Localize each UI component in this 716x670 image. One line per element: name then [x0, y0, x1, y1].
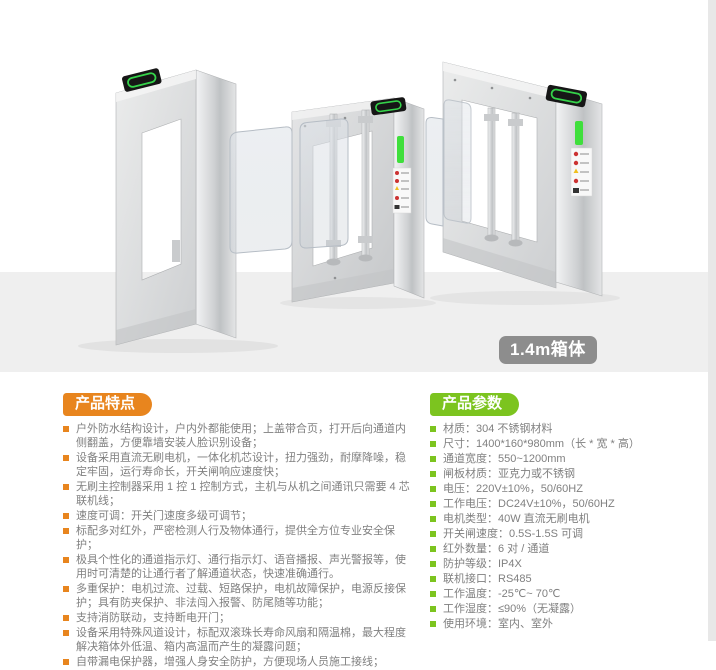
- feature-text: 多重保护：电机过流、过载、短路保护，电机故障保护，电源反接保护；具有防夹保护、非…: [76, 583, 406, 609]
- param-text: 防护等级：IP4X: [443, 558, 522, 570]
- square-bullet-icon: [430, 531, 436, 537]
- features-section: 产品特点 户外防水结构设计，户内外都能使用；上盖带合页，打开后向通道内侧翻盖，方…: [63, 393, 415, 670]
- face-reader: [370, 97, 407, 116]
- warning-label: [392, 167, 412, 214]
- feature-text: 设备采用特殊风道设计，标配双滚珠长寿命风扇和隔温棉，最大程度解决箱体外低温、箱内…: [76, 627, 406, 653]
- square-bullet-icon: [430, 441, 436, 447]
- shadow: [280, 297, 436, 309]
- face-reader: [545, 84, 588, 108]
- square-bullet-icon: [63, 513, 69, 519]
- param-item: 联机接口：RS485: [430, 572, 708, 587]
- features-title-badge: 产品特点: [63, 393, 153, 416]
- param-text: 使用环境：室内、室外: [443, 618, 553, 630]
- param-item: 材质：304 不锈钢材料: [430, 422, 708, 437]
- param-item: 开关闸速度：0.5S-1.5S 可调: [430, 527, 708, 542]
- square-bullet-icon: [430, 591, 436, 597]
- param-item: 尺寸：1400*160*980mm（长 * 宽 * 高）: [430, 437, 708, 452]
- features-list: 户外防水结构设计，户内外都能使用；上盖带合页，打开后向通道内侧翻盖，方便靠墙安装…: [63, 422, 415, 669]
- square-bullet-icon: [430, 621, 436, 627]
- param-item: 电压：220V±10%，50/60HZ: [430, 482, 708, 497]
- param-text: 尺寸：1400*160*980mm（长 * 宽 * 高）: [443, 438, 640, 450]
- param-text: 工作温度：-25℃~ 70℃: [443, 588, 561, 600]
- param-text: 电压：220V±10%，50/60HZ: [443, 483, 583, 495]
- feature-text: 标配多对红外，严密检测人行及物体通行，提供全方位专业安全保护；: [76, 525, 395, 551]
- param-item: 工作温度：-25℃~ 70℃: [430, 587, 708, 602]
- param-text: 工作电压：DC24V±10%，50/60HZ: [443, 498, 615, 510]
- feature-text: 支持消防联动，支持断电开门；: [76, 612, 230, 624]
- square-bullet-icon: [430, 471, 436, 477]
- square-bullet-icon: [430, 516, 436, 522]
- square-bullet-icon: [430, 486, 436, 492]
- led-strip: [397, 136, 404, 163]
- gate-unit-left: [115, 68, 237, 346]
- feature-item: 速度可调：开关门速度多级可调节；: [63, 509, 415, 523]
- feature-item: 设备采用特殊风道设计，标配双滚珠长寿命风扇和隔温棉，最大程度解决箱体外低温、箱内…: [63, 626, 415, 654]
- square-bullet-icon: [63, 528, 69, 534]
- square-bullet-icon: [63, 426, 69, 432]
- param-text: 材质：304 不锈钢材料: [443, 423, 553, 435]
- square-bullet-icon: [430, 606, 436, 612]
- face-reader: [122, 68, 162, 92]
- size-caption-badge: 1.4m箱体: [499, 336, 597, 364]
- param-text: 红外数量：6 对 / 通道: [443, 543, 550, 555]
- feature-text: 自带漏电保护器，增强人身安全防护，方便现场人员施工接线；: [76, 656, 384, 668]
- feature-text: 无刷主控制器采用 1 控 1 控制方式，主机与从机之间通讯只需要 4 芯联机线；: [76, 481, 410, 507]
- param-item: 使用环境：室内、室外: [430, 617, 708, 632]
- square-bullet-icon: [430, 456, 436, 462]
- square-bullet-icon: [63, 586, 69, 592]
- square-bullet-icon: [63, 484, 69, 490]
- feature-item: 设备采用直流无刷电机，一体化机芯设计，扭力强劲，耐摩降噪，稳定牢固，运行寿命长，…: [63, 451, 415, 479]
- params-section: 产品参数 材质：304 不锈钢材料 尺寸：1400*160*980mm（长 * …: [430, 393, 708, 632]
- param-text: 联机接口：RS485: [443, 573, 532, 585]
- feature-text: 速度可调：开关门速度多级可调节；: [76, 510, 252, 522]
- panel-pole: [361, 109, 370, 257]
- param-text: 开关闸速度：0.5S-1.5S 可调: [443, 528, 583, 540]
- gate-unit-right: [442, 61, 603, 297]
- square-bullet-icon: [63, 630, 69, 636]
- param-text: 通道宽度：550~1200mm: [443, 453, 566, 465]
- panel-pole: [511, 112, 520, 242]
- panel-pole: [487, 107, 496, 237]
- feature-text: 极具个性化的通道指示灯、通行指示灯、语音播报、声光警报等，使用时可清楚的让通行者…: [76, 554, 406, 580]
- param-item: 闸板材质：亚克力或不锈钢: [430, 467, 708, 482]
- param-item: 电机类型：40W 直流无刷电机: [430, 512, 708, 527]
- feature-item: 自带漏电保护器，增强人身安全防护，方便现场人员施工接线；: [63, 655, 415, 669]
- feature-item: 极具个性化的通道指示灯、通行指示灯、语音播报、声光警报等，使用时可清楚的让通行者…: [63, 553, 415, 581]
- glass-panel: [229, 118, 349, 254]
- square-bullet-icon: [430, 501, 436, 507]
- square-bullet-icon: [63, 455, 69, 461]
- feature-item: 支持消防联动，支持断电开门；: [63, 611, 415, 625]
- feature-item: 标配多对红外，严密检测人行及物体通行，提供全方位专业安全保护；: [63, 524, 415, 552]
- param-item: 红外数量：6 对 / 通道: [430, 542, 708, 557]
- feature-item: 无刷主控制器采用 1 控 1 控制方式，主机与从机之间通讯只需要 4 芯联机线；: [63, 480, 415, 508]
- param-item: 防护等级：IP4X: [430, 557, 708, 572]
- feature-item: 多重保护：电机过流、过载、短路保护，电机故障保护，电源反接保护；具有防夹保护、非…: [63, 582, 415, 610]
- warning-label: [570, 147, 593, 197]
- shadow: [430, 291, 620, 305]
- product-image: [0, 61, 708, 372]
- square-bullet-icon: [63, 659, 69, 665]
- params-title-badge: 产品参数: [430, 393, 520, 416]
- param-text: 工作湿度：≤90%（无凝露）: [443, 603, 582, 615]
- square-bullet-icon: [430, 576, 436, 582]
- param-item: 工作电压：DC24V±10%，50/60HZ: [430, 497, 708, 512]
- feature-text: 户外防水结构设计，户内外都能使用；上盖带合页，打开后向通道内侧翻盖，方便靠墙安装…: [76, 423, 406, 449]
- param-item: 工作湿度：≤90%（无凝露）: [430, 602, 708, 617]
- shadow: [78, 339, 278, 353]
- square-bullet-icon: [63, 557, 69, 563]
- param-text: 电机类型：40W 直流无刷电机: [443, 513, 590, 525]
- square-bullet-icon: [63, 615, 69, 621]
- square-bullet-icon: [430, 426, 436, 432]
- params-list: 材质：304 不锈钢材料 尺寸：1400*160*980mm（长 * 宽 * 高…: [430, 422, 708, 632]
- square-bullet-icon: [430, 546, 436, 552]
- param-item: 通道宽度：550~1200mm: [430, 452, 708, 467]
- feature-item: 户外防水结构设计，户内外都能使用；上盖带合页，打开后向通道内侧翻盖，方便靠墙安装…: [63, 422, 415, 450]
- feature-text: 设备采用直流无刷电机，一体化机芯设计，扭力强劲，耐摩降噪，稳定牢固，运行寿命长，…: [76, 452, 406, 478]
- param-text: 闸板材质：亚克力或不锈钢: [443, 468, 575, 480]
- scrollbar-track[interactable]: [708, 0, 716, 641]
- glass-panel: [425, 99, 472, 227]
- square-bullet-icon: [430, 561, 436, 567]
- led-strip: [575, 121, 583, 145]
